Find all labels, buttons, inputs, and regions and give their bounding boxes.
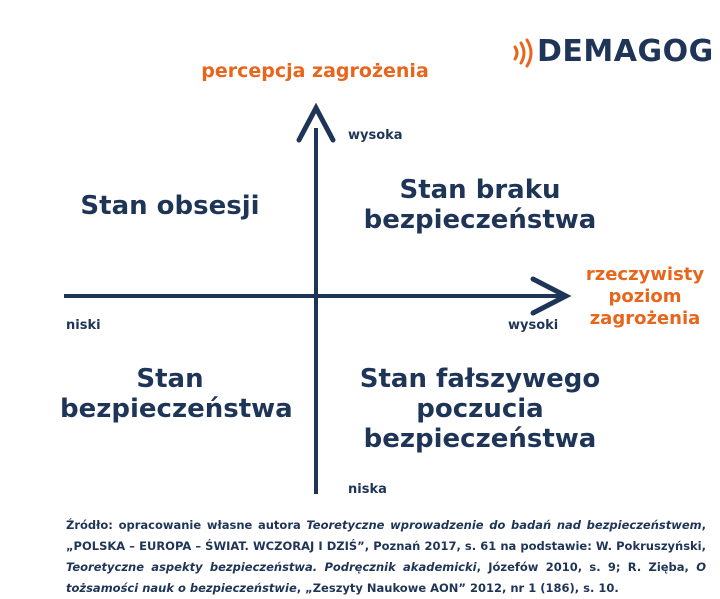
x-axis-title: rzeczywisty poziom zagrożenia bbox=[585, 264, 705, 330]
demagog-logo: DEMAGOG bbox=[512, 34, 714, 74]
y-axis-high-label: wysoka bbox=[348, 128, 403, 143]
quadrant-top-right: Stan braku bezpieczeństwa bbox=[350, 175, 610, 235]
quadrant-bottom-left-line-2: bezpieczeństwa bbox=[60, 394, 293, 424]
quadrant-top-right-line-1: Stan braku bbox=[399, 175, 561, 205]
quadrant-top-left: Stan obsesji bbox=[60, 191, 280, 221]
signal-waves-icon bbox=[513, 38, 533, 68]
y-axis-low-label: niska bbox=[348, 482, 387, 497]
source-label: Źródło: bbox=[66, 518, 113, 532]
quadrant-bottom-right-line-3: bezpieczeństwa bbox=[363, 424, 597, 454]
source-text-3: , Józefów 2010, s. 9; R. Zięba, bbox=[476, 560, 697, 574]
quadrant-bottom-right-line-2: poczucia bbox=[416, 394, 544, 424]
source-note: Źródło: opracowanie własne autora Teoret… bbox=[66, 515, 706, 599]
quadrant-bottom-left-line-1: Stan bbox=[136, 364, 204, 394]
quadrant-bottom-right: Stan fałszywego poczucia bezpieczeństwa bbox=[350, 364, 610, 454]
source-title-1: Teoretyczne wprowadzenie do badań nad be… bbox=[306, 518, 702, 532]
x-axis-low-label: niski bbox=[66, 318, 101, 333]
x-axis-title-line-1: rzeczywisty bbox=[585, 264, 705, 285]
logo-text: DEMAGOG bbox=[537, 34, 714, 69]
quadrant-top-left-line-1: Stan obsesji bbox=[80, 191, 260, 221]
x-axis-arrowhead bbox=[530, 276, 572, 316]
x-axis-title-line-3: zagrożenia bbox=[589, 308, 701, 329]
source-title-2: Teoretyczne aspekty bezpieczeństwa. Podr… bbox=[66, 560, 477, 574]
source-text-4: , „Zeszyty Naukowe AON” 2012, nr 1 (186)… bbox=[296, 581, 619, 595]
source-title-3: O tożsamości nauk o bezpieczeństwie bbox=[66, 560, 706, 595]
source-text-2: , „POLSKA – EUROPA – ŚWIAT. WCZORAJ I DZ… bbox=[66, 518, 707, 553]
quadrant-top-right-line-2: bezpieczeństwa bbox=[363, 205, 597, 235]
y-axis-title: percepcja zagrożenia bbox=[201, 60, 429, 82]
x-axis-high-label: wysoki bbox=[508, 318, 559, 333]
y-axis-arrowhead bbox=[296, 102, 336, 143]
x-axis-title-line-2: poziom bbox=[608, 286, 682, 307]
quadrant-bottom-left: Stan bezpieczeństwa bbox=[60, 364, 293, 424]
quadrant-bottom-right-line-1: Stan fałszywego bbox=[359, 364, 601, 394]
source-text-1: opracowanie własne autora bbox=[112, 518, 307, 532]
